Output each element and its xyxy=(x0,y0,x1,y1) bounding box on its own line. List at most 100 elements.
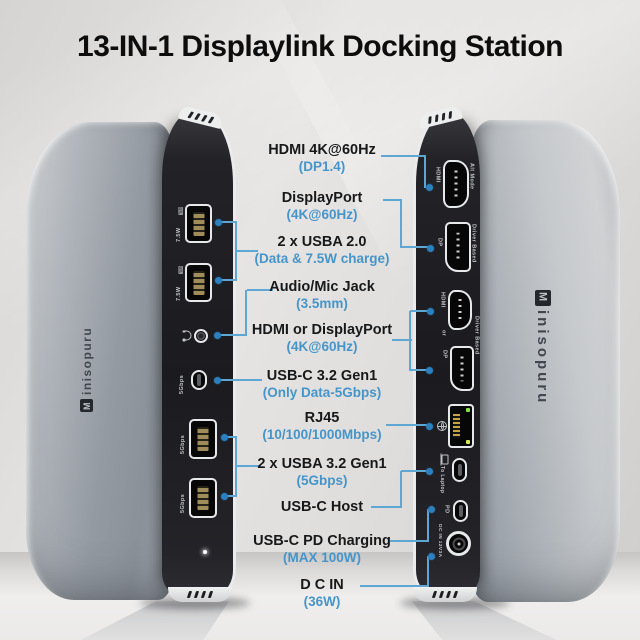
usb-a-2.0-power-label: 7.5W xyxy=(176,227,182,242)
callout-dc-in: D C IN(36W) xyxy=(212,577,432,609)
callout-line xyxy=(383,199,402,201)
brand-mark-icon: M xyxy=(534,290,551,306)
callout-line xyxy=(221,221,237,223)
to-laptop-label: To Laptop xyxy=(439,466,445,494)
usb-a-3.2-port-2 xyxy=(189,478,217,518)
callout-line xyxy=(371,506,402,508)
hdmi-port-1 xyxy=(443,160,469,208)
dp-driver-based-label: Driver Based xyxy=(470,224,477,263)
callout-line xyxy=(389,540,429,542)
callout-line xyxy=(221,279,237,281)
keyboard-mouse-icon: ⌨ xyxy=(176,265,183,275)
callout-line xyxy=(410,310,429,312)
displayport-port-1 xyxy=(445,222,471,272)
brand-name: inisopuru xyxy=(80,326,94,395)
callout-line xyxy=(392,339,412,341)
network-icon xyxy=(437,421,447,431)
callout-label: USB-C 3.2 Gen1 xyxy=(266,368,378,384)
callout-sub: (3.5mm) xyxy=(296,296,348,311)
callout-label: HDMI 4K@60Hz xyxy=(268,142,376,158)
callout-line xyxy=(227,495,237,497)
callout-line xyxy=(235,222,237,281)
callout-dot xyxy=(428,506,435,513)
device-left-bottom-vents xyxy=(168,587,232,602)
callout-line xyxy=(245,290,247,336)
callout-label: HDMI or DisplayPort xyxy=(251,322,393,338)
callout-label: Audio/Mic Jack xyxy=(269,279,375,295)
callout-line xyxy=(235,437,237,497)
usb-a-3.2-port-1 xyxy=(189,419,217,459)
callout-line xyxy=(409,311,411,371)
callout-usbc-gen1: USB-C 3.2 Gen1(Only Data-5Gbps) xyxy=(212,368,432,400)
usb-c-data-port xyxy=(191,370,207,390)
callout-line xyxy=(237,250,258,252)
callout-dot xyxy=(221,493,228,500)
brand-mark-icon: M xyxy=(80,399,94,412)
pd-label: PD xyxy=(443,505,450,514)
callout-rj45: RJ45(10/100/1000Mbps) xyxy=(212,410,432,442)
usb-a-3.2-speed-label: 5Gbps xyxy=(180,493,186,513)
callout-label: USB-C Host xyxy=(280,499,364,515)
callout-usba-20: 2 x USBA 2.0(Data & 7.5W charge) xyxy=(212,234,432,266)
laptop-icon xyxy=(441,454,449,465)
audio-jack-port xyxy=(194,329,208,343)
callout-line xyxy=(401,470,429,472)
callout-dot xyxy=(215,277,222,284)
callout-line xyxy=(360,585,429,587)
callout-dot xyxy=(427,245,434,252)
callout-sub: (36W) xyxy=(303,594,341,609)
callout-sub: (5Gbps) xyxy=(296,473,348,488)
callout-usba-32: 2 x USBA 3.2 Gen1(5Gbps) xyxy=(212,456,432,488)
callout-hdmi-4k: HDMI 4K@60Hz(DP1.4) xyxy=(212,142,432,174)
displayport-port-2 xyxy=(450,346,474,391)
dp-port-label: DP xyxy=(441,350,448,359)
callout-line xyxy=(381,155,426,157)
usb-a-2.0-port-2 xyxy=(185,263,212,302)
callout-sub: (MAX 100W) xyxy=(282,550,361,565)
brand-name: inisopuru xyxy=(534,310,551,406)
callout-label: RJ45 xyxy=(304,410,340,426)
callout-label: 2 x USBA 3.2 Gen1 xyxy=(257,456,387,472)
callout-line xyxy=(401,246,431,248)
callout-label: DisplayPort xyxy=(281,190,363,206)
callout-line xyxy=(247,289,273,291)
callout-sub: (Only Data-5Gbps) xyxy=(262,385,382,400)
usb-a-3.2-speed-label: 5Gbps xyxy=(180,434,186,454)
callout-line xyxy=(427,509,429,542)
callout-line xyxy=(400,471,402,508)
callout-dot xyxy=(427,308,434,315)
device-right-bottom-vents xyxy=(413,587,477,602)
callout-sub: (Data & 7.5W charge) xyxy=(254,251,390,266)
callout-hdmi-or-dp: HDMI or DisplayPort(4K@60Hz) xyxy=(212,322,432,354)
device-left-body xyxy=(26,122,172,600)
or-label: or xyxy=(440,330,447,337)
callout-dot xyxy=(214,377,221,384)
usb-c-pd-port xyxy=(453,500,468,522)
power-led xyxy=(203,550,207,554)
dp-driver-based-label: Driver Based xyxy=(473,316,480,355)
callout-dot xyxy=(426,423,433,430)
callout-label: 2 x USBA 2.0 xyxy=(277,234,367,250)
callout-line xyxy=(400,200,402,248)
callout-line xyxy=(424,156,426,188)
device-right-body xyxy=(472,120,620,602)
callout-label: D C IN xyxy=(300,577,344,593)
callout-sub: (4K@60Hz) xyxy=(286,339,358,354)
hdmi-port-label: HDMI xyxy=(434,167,441,183)
callout-dot xyxy=(428,553,435,560)
callout-dot xyxy=(426,184,433,191)
callout-line xyxy=(386,424,429,426)
callout-dot xyxy=(215,219,222,226)
hdmi-port-2 xyxy=(448,290,472,330)
callout-dot xyxy=(214,332,221,339)
callout-line xyxy=(227,436,237,438)
callout-usbc-pd: USB-C PD Charging(MAX 100W) xyxy=(212,533,432,565)
callout-line xyxy=(220,334,247,336)
keyboard-mouse-icon: ⌨ xyxy=(176,206,183,216)
usb-a-2.0-power-label: 7.5W xyxy=(176,286,182,301)
usb-c-speed-label: 5Gbps xyxy=(179,374,185,394)
hdmi-port-label: HDMI xyxy=(439,292,446,308)
callout-line xyxy=(220,379,262,381)
callout-dot xyxy=(426,468,433,475)
